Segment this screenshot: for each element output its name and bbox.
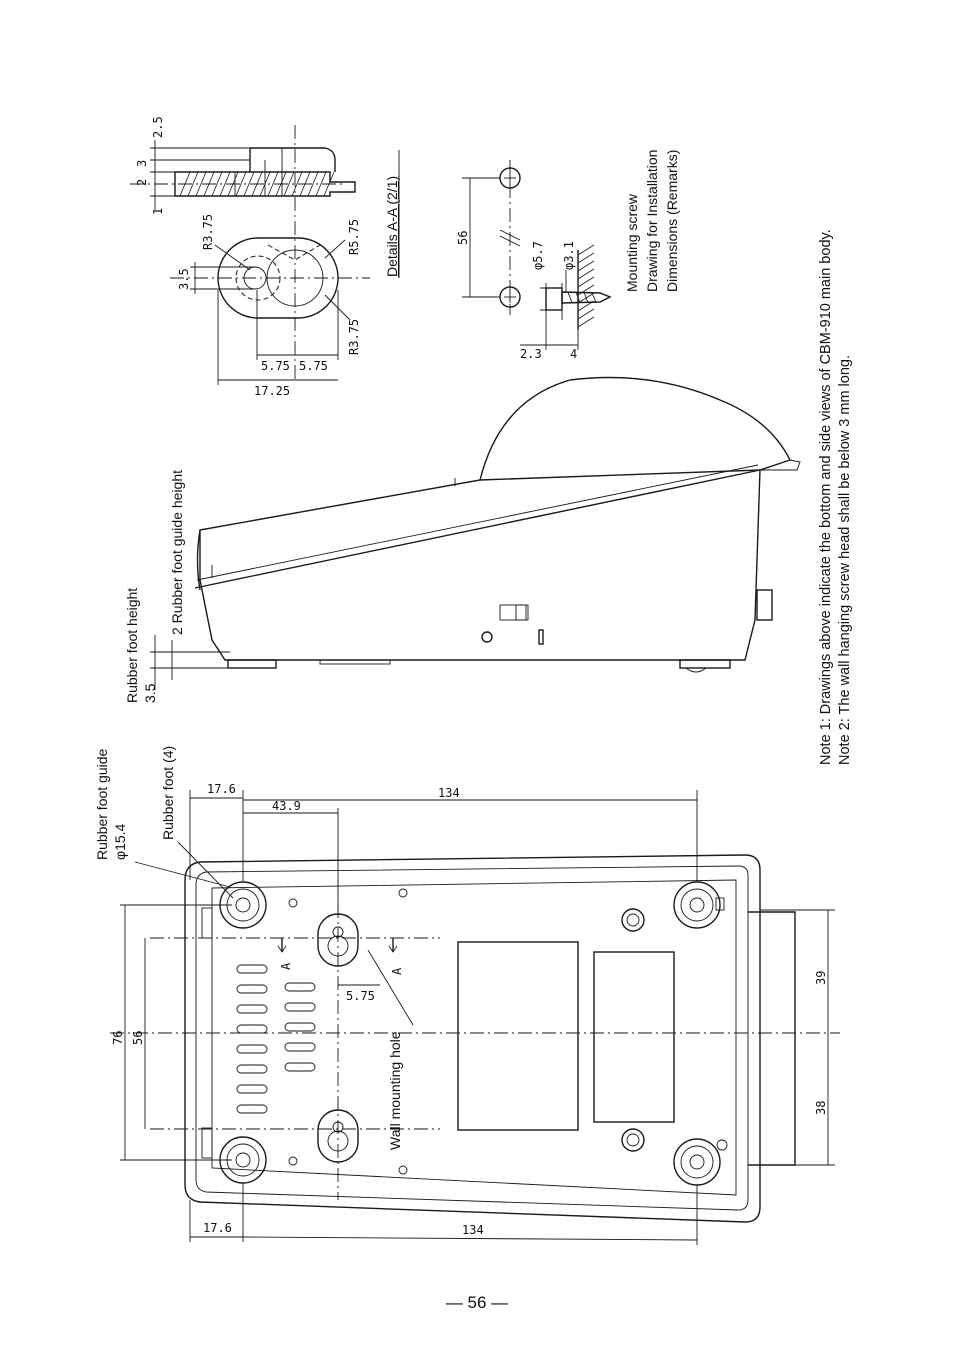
detail-dim-r3-75-bottom: R3.75 bbox=[347, 319, 361, 355]
detail-dim-3-5: 3.5 bbox=[177, 268, 191, 290]
hatch-line bbox=[243, 171, 255, 197]
vent-slot bbox=[284, 1062, 316, 1072]
vent-slot bbox=[236, 964, 268, 974]
screw-dim-2-3: 2.3 bbox=[520, 347, 542, 361]
vent-slot bbox=[236, 1104, 268, 1114]
wall-hatch-line bbox=[577, 260, 595, 272]
hatch-line bbox=[315, 171, 327, 197]
detail-dim-3: 3 bbox=[135, 160, 149, 167]
vent-slot bbox=[284, 1022, 316, 1032]
detail-dim-5-75-a: 5.75 bbox=[261, 359, 290, 373]
vent-slot bbox=[236, 984, 268, 994]
detail-dim-5-75-b: 5.75 bbox=[299, 359, 328, 373]
page-number: — 56 — bbox=[446, 1293, 508, 1312]
label-rubber-foot-guide: Rubber foot guide bbox=[94, 748, 110, 860]
vent-slot bbox=[236, 1004, 268, 1014]
dim-17-6-top: 17.6 bbox=[207, 782, 236, 796]
hatch-line bbox=[291, 171, 303, 197]
notes: Note 1: Drawings above indicate the bott… bbox=[818, 229, 853, 765]
dim-56: 56 bbox=[131, 1031, 145, 1045]
vent-slot bbox=[236, 1064, 268, 1074]
vent-slot bbox=[236, 1084, 268, 1094]
wall-hatch-line bbox=[577, 308, 595, 320]
section-marker-right: A bbox=[390, 967, 404, 975]
bottom-view: A A 17.6 43.9 134 17.6 134 76 56 bbox=[94, 746, 840, 1245]
hatch-line bbox=[267, 171, 279, 197]
rubber-foot-top-right bbox=[673, 881, 725, 929]
wall-hatch-line bbox=[577, 276, 595, 288]
wall-hatch-line bbox=[577, 252, 595, 264]
label-rubber-foot-guide-height: 2 Rubber foot guide height bbox=[169, 470, 185, 635]
label-wall-mounting-hole: Wall mounting hole bbox=[387, 1031, 403, 1150]
dim-134-bottom: 134 bbox=[462, 1223, 484, 1237]
hatch-line bbox=[283, 171, 295, 197]
hatch-line bbox=[195, 171, 207, 197]
wall-hatch-line bbox=[577, 284, 595, 296]
hatch-line bbox=[259, 171, 271, 197]
screw-dim-56: 56 bbox=[456, 231, 470, 245]
side-view: Rubber foot height 3.5 2 Rubber foot gui… bbox=[124, 376, 801, 703]
label-rubber-foot-guide-dia: φ15.4 bbox=[112, 823, 128, 860]
dim-43-9: 43.9 bbox=[272, 799, 301, 813]
label-rubber-foot-height: Rubber foot height bbox=[124, 588, 140, 703]
hatch-line bbox=[307, 171, 319, 197]
dim-17-6-bottom: 17.6 bbox=[203, 1221, 232, 1235]
wall-hatch-line bbox=[577, 300, 595, 312]
screw-dim-phi5-7: φ5.7 bbox=[531, 241, 545, 270]
detail-dim-r5-75: R5.75 bbox=[347, 219, 361, 255]
dim-39: 39 bbox=[814, 971, 828, 985]
details-title: Details A-A (2/1) bbox=[384, 176, 400, 277]
detail-dim-1: 1 bbox=[151, 208, 165, 215]
wall-hatch-line bbox=[577, 244, 595, 256]
wall-hatch-line bbox=[577, 268, 595, 280]
wall-hatch-line bbox=[577, 292, 595, 304]
label-mounting-screw: Mounting screw bbox=[624, 193, 640, 292]
details-a-a: 3.5 5.75 5.75 17.25 R3.75 R5.75 R3.75 2.… bbox=[130, 116, 400, 398]
dim-134-top: 134 bbox=[438, 786, 460, 800]
wall-hatch-line bbox=[577, 316, 595, 328]
dim-38: 38 bbox=[814, 1101, 828, 1115]
note-1: Note 1: Drawings above indicate the bott… bbox=[818, 229, 834, 765]
vent-slots bbox=[236, 964, 316, 1114]
label-drawing-subtitle: Dimensions (Remarks) bbox=[664, 150, 680, 292]
hatch-line bbox=[219, 171, 231, 197]
label-rubber-foot-height-val: 3.5 bbox=[142, 683, 158, 703]
label-drawing-title: Drawing for Installation bbox=[644, 150, 660, 292]
vent-slot bbox=[284, 982, 316, 992]
mounting-screw-drawing: 56 2.3 4 φ5.7 φ3.1 Mounting screw Drawin… bbox=[456, 150, 680, 361]
detail-dim-2-5: 2.5 bbox=[151, 116, 165, 138]
hatch-line bbox=[235, 171, 247, 197]
vent-slot bbox=[284, 1002, 316, 1012]
detail-dim-r3-75-top: R3.75 bbox=[201, 214, 215, 250]
vent-slot bbox=[284, 1042, 316, 1052]
rubber-foot-bottom-right bbox=[673, 1138, 728, 1186]
screw-dim-phi3-1: φ3.1 bbox=[562, 241, 576, 270]
dim-5-75-hole: 5.75 bbox=[346, 989, 375, 1003]
screw-dim-4: 4 bbox=[570, 347, 577, 361]
hatch-line bbox=[211, 171, 223, 197]
dim-76: 76 bbox=[111, 1031, 125, 1045]
label-rubber-foot: Rubber foot (4) bbox=[160, 746, 176, 840]
vent-slot bbox=[236, 1024, 268, 1034]
detail-dim-2: 2 bbox=[135, 179, 149, 186]
section-marker-left: A bbox=[279, 962, 293, 970]
hatch-line bbox=[187, 171, 199, 197]
note-2: Note 2: The wall hanging screw head shal… bbox=[837, 355, 853, 765]
detail-dim-17-25: 17.25 bbox=[254, 384, 290, 398]
wall-hatching bbox=[577, 244, 595, 328]
vent-slot bbox=[236, 1044, 268, 1054]
